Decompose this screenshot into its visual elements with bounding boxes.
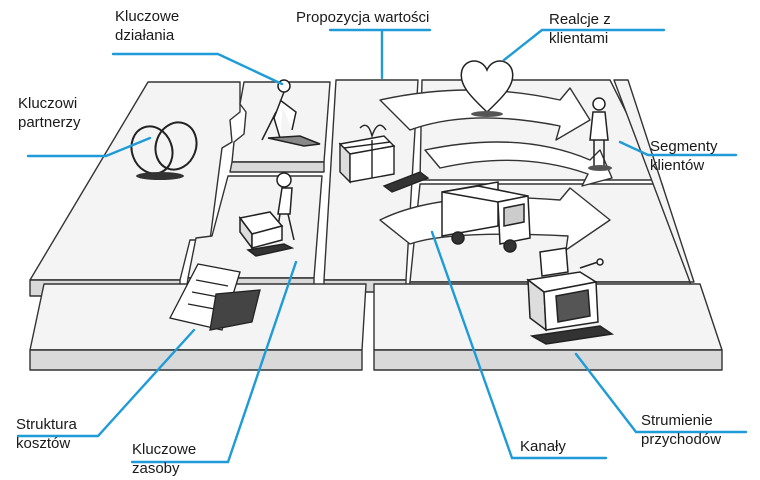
callout-customer-segments [618, 140, 738, 157]
callout-revenue-streams [574, 352, 748, 434]
gift-box-icon [338, 124, 430, 193]
canvas-board [29, 79, 723, 371]
callout-customer-relationships [502, 28, 666, 62]
truck-icon [441, 181, 531, 253]
label-kluczowe-dzialania: Kluczowe działania [115, 8, 180, 44]
callout-key-partners [26, 136, 152, 158]
callout-cost-structure [16, 328, 196, 438]
cash-register-icon [526, 247, 615, 345]
label-propozycja-wartosci: Propozycja wartości [296, 9, 430, 26]
callout-key-resources [130, 260, 298, 464]
label-kanaly: Kanały [520, 438, 566, 455]
callout-key-activities [111, 52, 284, 86]
label-kluczowe-zasoby: Kluczowe zasoby [132, 441, 197, 477]
interlocking-rings-icon [130, 121, 198, 180]
callout-channels [430, 230, 608, 460]
person-with-machine-icon [238, 172, 295, 257]
label-kluczowi-partnerzy: Kluczowi partnerzy [18, 95, 81, 131]
callout-value-proposition [328, 28, 432, 80]
person-digging-icon [261, 79, 321, 147]
cost-document-icon [169, 263, 261, 331]
label-segmenty-klientow: Segmenty klientów [650, 138, 718, 174]
block-customer-segments [613, 79, 695, 283]
label-realcje-z-klientami: Realcje z klientami [549, 11, 611, 47]
callout-lines [16, 28, 748, 464]
label-struktura-kosztow: Struktura kosztów [16, 416, 77, 452]
heart-icon [460, 60, 514, 117]
standing-person-icon [588, 97, 612, 171]
label-strumienie-przychodow: Strumienie przychodów [641, 412, 722, 448]
